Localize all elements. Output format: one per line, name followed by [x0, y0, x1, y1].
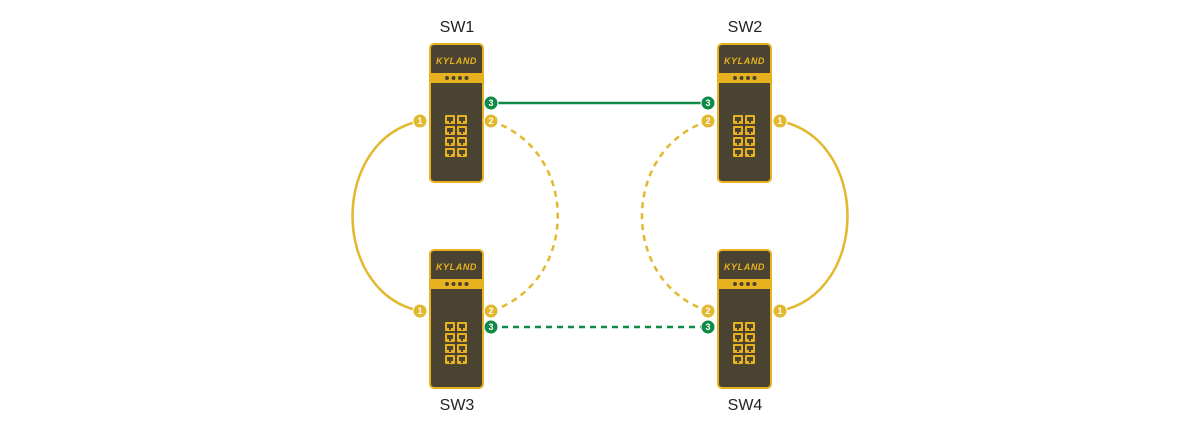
port-badge-sw3-p1: 1	[412, 303, 428, 319]
link-sw2-sw4-p2	[640, 119, 709, 313]
status-led-icon	[746, 76, 750, 80]
switch-sw3: KYLAND SW3	[429, 249, 484, 414]
ethernet-port-icon	[457, 355, 467, 364]
ethernet-port-icon	[745, 115, 755, 124]
ethernet-port-icon	[457, 115, 467, 124]
ethernet-port-icon	[457, 344, 467, 353]
switch-label: SW1	[440, 19, 475, 36]
switch-label: SW3	[440, 397, 475, 414]
port-number: 2	[705, 306, 710, 316]
status-led-icon	[733, 76, 737, 80]
status-led-icon	[458, 76, 462, 80]
ethernet-port-icon	[733, 322, 743, 331]
ethernet-port-icon	[457, 137, 467, 146]
port-badge-sw2-p2: 2	[700, 113, 716, 129]
port-number: 1	[777, 306, 782, 316]
ethernet-port-icon	[733, 148, 743, 157]
ethernet-port-icon	[745, 126, 755, 135]
status-led-icon	[445, 76, 449, 80]
port-badge-sw3-p3: 3	[483, 319, 499, 335]
status-led-icon	[733, 282, 737, 286]
port-number: 2	[705, 116, 710, 126]
ethernet-port-icon	[457, 126, 467, 135]
switch-sw2: KYLAND SW2	[717, 19, 772, 183]
switch-sw1: KYLAND SW1	[429, 19, 484, 183]
port-badge-sw1-p3: 3	[483, 95, 499, 111]
ethernet-port-icon	[733, 344, 743, 353]
link-sw1-sw3-p1	[351, 119, 421, 313]
ethernet-port-icon	[445, 148, 455, 157]
ethernet-port-icon	[733, 137, 743, 146]
status-led-icon	[451, 282, 456, 286]
ethernet-port-icon	[733, 126, 743, 135]
switch-label: SW2	[728, 19, 763, 36]
status-band	[431, 73, 482, 83]
switch-sw4: KYLAND SW4	[717, 249, 772, 414]
status-led-icon	[445, 282, 449, 286]
port-badge-sw3-p2: 2	[483, 303, 499, 319]
link-sw2-sw4-p1	[779, 119, 849, 313]
status-band	[431, 279, 482, 289]
link-sw1-sw3-p2	[490, 119, 559, 313]
ethernet-port-icon	[733, 333, 743, 342]
ethernet-port-icon	[745, 137, 755, 146]
status-led-icon	[752, 282, 757, 286]
port-badge-sw4-p3: 3	[700, 319, 716, 335]
port-badge-sw4-p2: 2	[700, 303, 716, 319]
ethernet-port-icon	[733, 115, 743, 124]
ethernet-port-icon	[457, 333, 467, 342]
ethernet-port-icon	[745, 333, 755, 342]
ethernet-port-icon	[445, 344, 455, 353]
ethernet-port-icon	[445, 322, 455, 331]
brand-logo: KYLAND	[436, 262, 477, 272]
ethernet-port-icon	[745, 344, 755, 353]
port-badge-sw4-p1: 1	[772, 303, 788, 319]
brand-logo: KYLAND	[436, 56, 477, 66]
ethernet-port-icon	[457, 322, 467, 331]
status-band	[719, 279, 770, 289]
ethernet-port-icon	[445, 126, 455, 135]
port-badge-sw1-p2: 2	[483, 113, 499, 129]
ethernet-port-icon	[733, 355, 743, 364]
port-number: 2	[488, 116, 493, 126]
port-number: 2	[488, 306, 493, 316]
port-number: 1	[417, 116, 422, 126]
ethernet-port-icon	[445, 355, 455, 364]
status-led-icon	[739, 282, 744, 286]
ethernet-port-icon	[457, 148, 467, 157]
links-layer	[351, 101, 849, 329]
ethernet-port-icon	[445, 333, 455, 342]
port-number: 3	[705, 98, 710, 108]
port-number: 1	[777, 116, 782, 126]
brand-logo: KYLAND	[724, 262, 765, 272]
ethernet-port-icon	[745, 355, 755, 364]
ethernet-port-icon	[445, 137, 455, 146]
port-number: 3	[488, 322, 493, 332]
status-led-icon	[746, 282, 750, 286]
brand-logo: KYLAND	[724, 56, 765, 66]
ethernet-port-icon	[445, 115, 455, 124]
port-number: 1	[417, 306, 422, 316]
port-badge-sw2-p3: 3	[700, 95, 716, 111]
port-number: 3	[488, 98, 493, 108]
ethernet-port-icon	[745, 322, 755, 331]
port-badge-sw1-p1: 1	[412, 113, 428, 129]
status-led-icon	[464, 76, 469, 80]
status-led-icon	[739, 76, 744, 80]
status-led-icon	[458, 282, 462, 286]
status-band	[719, 73, 770, 83]
port-badge-sw2-p1: 1	[772, 113, 788, 129]
status-led-icon	[451, 76, 456, 80]
status-led-icon	[752, 76, 757, 80]
port-number: 3	[705, 322, 710, 332]
ethernet-port-icon	[745, 148, 755, 157]
ports-layer: 1 2 3 1 2 3 1 2 3 1 2 3	[412, 95, 788, 335]
switch-label: SW4	[728, 397, 763, 414]
status-led-icon	[464, 282, 469, 286]
